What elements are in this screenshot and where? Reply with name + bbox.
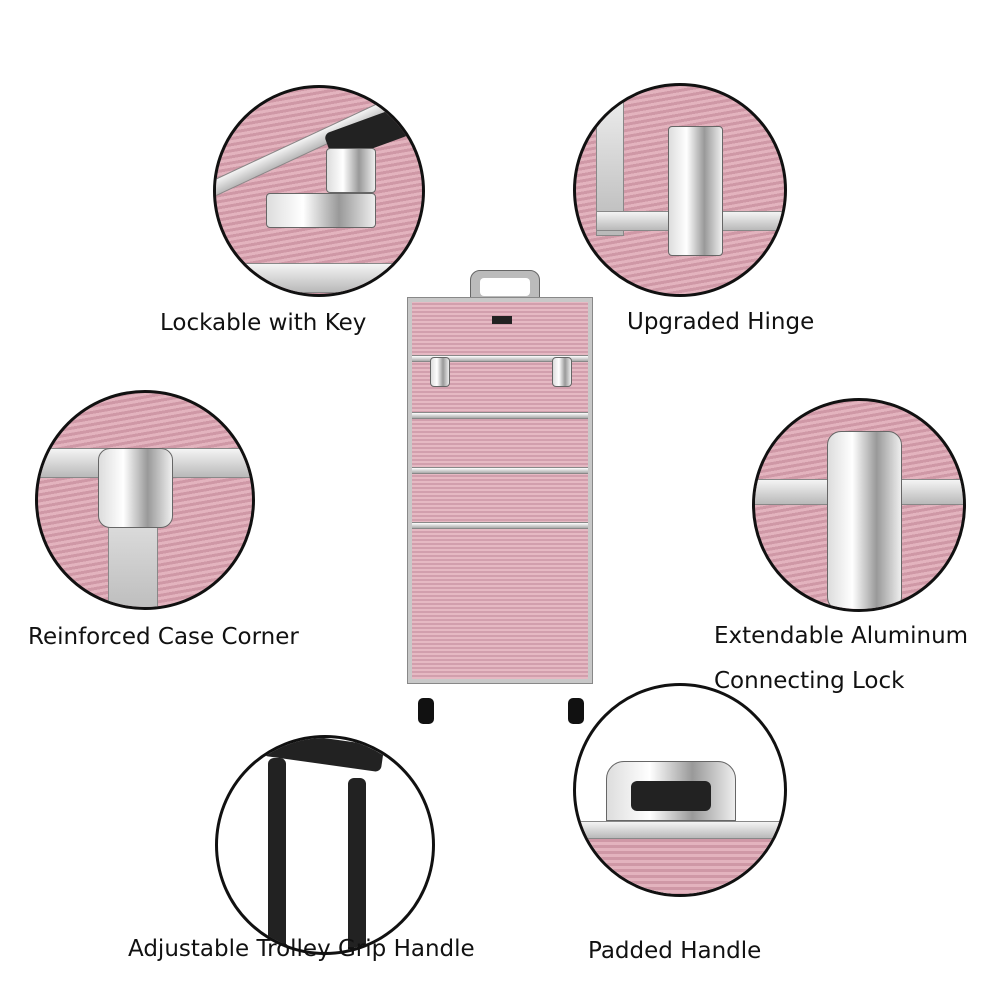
key-lock-plate bbox=[266, 193, 376, 228]
feature-label-trolley: Adjustable Trolley Grip Handle bbox=[128, 936, 475, 962]
feature-label-connecting-lock-line2: Connecting Lock bbox=[714, 668, 905, 694]
tier-divider bbox=[412, 412, 588, 419]
tier-divider bbox=[412, 522, 588, 529]
case-latch bbox=[552, 357, 572, 387]
case-latch bbox=[430, 357, 450, 387]
wheel bbox=[418, 698, 434, 724]
handle-padding bbox=[631, 781, 711, 811]
cosmetic-trolley-case bbox=[408, 298, 592, 683]
corner-closeup-image bbox=[35, 390, 255, 610]
lock-closeup-image bbox=[213, 85, 425, 297]
case-frame-rail bbox=[216, 88, 422, 199]
tier-divider bbox=[412, 355, 588, 362]
connecting-lock-latch bbox=[827, 431, 902, 609]
hinge-closeup-image bbox=[573, 83, 787, 297]
padded-handle-closeup-image bbox=[573, 683, 787, 897]
wheel bbox=[568, 698, 584, 724]
brand-logo bbox=[492, 316, 512, 324]
case-top-handle-opening bbox=[480, 278, 530, 296]
trolley-handle-closeup-image bbox=[215, 735, 435, 955]
trolley-pole bbox=[348, 778, 366, 952]
case-frame-rail bbox=[576, 821, 784, 839]
feature-label-connecting-lock-line1: Extendable Aluminum bbox=[714, 623, 969, 649]
feature-label-lock: Lockable with Key bbox=[160, 310, 367, 336]
connecting-lock-closeup-image bbox=[752, 398, 966, 612]
corner-protector bbox=[98, 448, 173, 528]
tier-divider bbox=[412, 467, 588, 474]
lock-handle-bracket bbox=[326, 148, 376, 193]
feature-label-corner: Reinforced Case Corner bbox=[28, 624, 299, 650]
case-frame-rail bbox=[216, 263, 422, 293]
trolley-pole bbox=[268, 758, 286, 952]
feature-label-hinge: Upgraded Hinge bbox=[627, 309, 815, 335]
feature-label-padded: Padded Handle bbox=[588, 938, 762, 964]
hinge-plate bbox=[668, 126, 723, 256]
